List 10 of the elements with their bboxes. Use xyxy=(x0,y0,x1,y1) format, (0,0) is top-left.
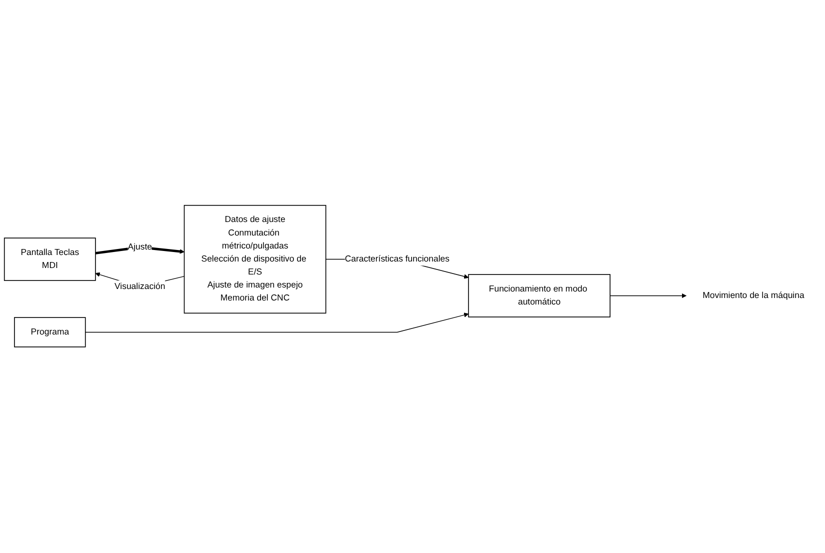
node-box: Programa xyxy=(14,317,86,348)
edge-label: Ajuste xyxy=(128,242,152,252)
arrow xyxy=(610,294,686,298)
edge-label: Visualización xyxy=(114,282,166,292)
arrow xyxy=(85,313,469,333)
node-box: Pantalla Teclas MDI xyxy=(4,238,96,282)
node-text: Movimiento de la máquina xyxy=(702,291,804,300)
node-box: Datos de ajuste Conmutación métrico/pulgadas Selección de dispositivo de E/S Ajuste de imagen espejo Memoria del CNC xyxy=(184,205,326,314)
edge-label: Características funcionales xyxy=(344,254,450,264)
node-box: Funcionamiento en modo automático xyxy=(468,274,610,318)
